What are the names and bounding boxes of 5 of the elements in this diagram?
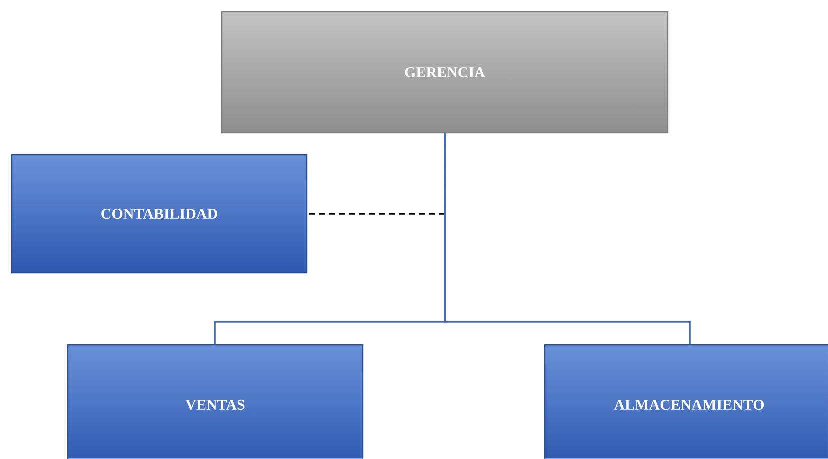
connector-line — [444, 134, 691, 344]
org-box: GERENCIA — [221, 11, 669, 134]
org-box: VENTAS — [67, 344, 364, 459]
org-box: CONTABILIDAD — [11, 154, 308, 274]
org-box: ALMACENAMIENTO — [544, 344, 828, 459]
